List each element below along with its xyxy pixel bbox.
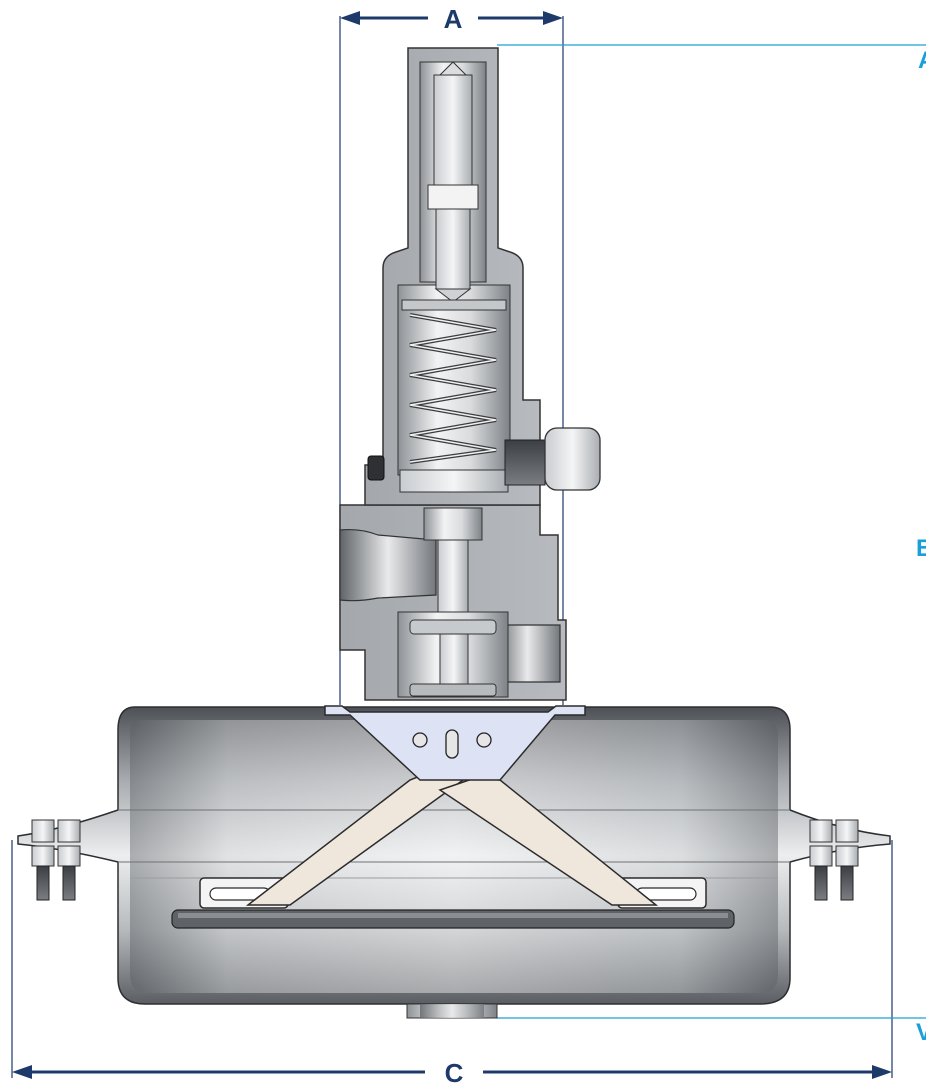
dimension-label-c: C: [445, 1058, 464, 1085]
dimension-label-a: A: [444, 4, 463, 34]
outlet-pipe: [406, 1003, 498, 1019]
right-label-v: V: [916, 1019, 926, 1046]
spring-housing: [364, 47, 541, 506]
side-port-fitting: [367, 427, 601, 491]
dimension-lines: A C A B V: [11, 4, 926, 1085]
link-pivot-plate: [324, 705, 586, 781]
lower-valve-body: [339, 504, 567, 701]
diaphragm-housing: [17, 706, 891, 1005]
right-label-b: B: [916, 535, 926, 562]
right-flange-bolts: [809, 819, 859, 901]
right-label-a: A: [918, 47, 926, 74]
left-flange-bolts: [31, 819, 81, 901]
diaphragm-plate: [171, 909, 735, 929]
right-leader-lines: A B V: [497, 44, 926, 1046]
regulator-assembly: [17, 47, 891, 1019]
dimension-c-bottom: C: [11, 840, 893, 1085]
